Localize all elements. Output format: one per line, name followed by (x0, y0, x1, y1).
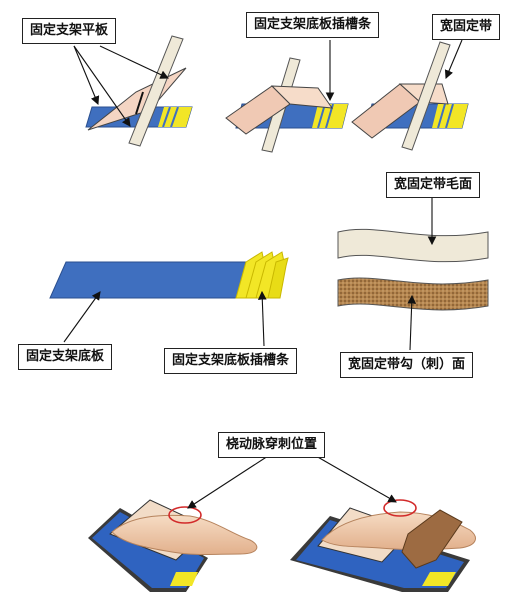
label-wide-strap: 宽固定带 (432, 14, 501, 40)
label-base-plate: 固定支架底板 (18, 344, 113, 370)
assembly-view-3 (351, 41, 469, 151)
label-slot-strip-middle: 固定支架底板插槽条 (164, 348, 298, 374)
assembly-view-1 (85, 35, 193, 147)
strap-on-wrist (401, 509, 463, 569)
hand-left (111, 514, 258, 555)
label-fixing-plate: 固定支架平板 (22, 18, 117, 44)
label-strap-felt-side: 宽固定带毛面 (386, 172, 481, 198)
leader-lines (63, 39, 463, 509)
base-plate-flat (49, 251, 289, 299)
tent-right-2 (270, 85, 334, 109)
strap-hook-side (337, 277, 489, 311)
strap-3 (401, 41, 451, 151)
wrist-view-left (88, 499, 258, 592)
label-radial-puncture-site: 桡动脉穿刺位置 (218, 432, 326, 458)
strap-felt-side (337, 228, 489, 263)
label-slot-strip-top: 固定支架底板插槽条 (246, 12, 380, 38)
puncture-marker-left (168, 506, 202, 524)
strap-1 (128, 35, 184, 147)
assembly-view-2 (225, 57, 349, 153)
label-strap-hook-side: 宽固定带勾（刺）面 (340, 352, 474, 378)
puncture-marker-right (383, 499, 417, 517)
slot-strip-flat (235, 251, 289, 299)
wrist-view-right (290, 499, 476, 592)
